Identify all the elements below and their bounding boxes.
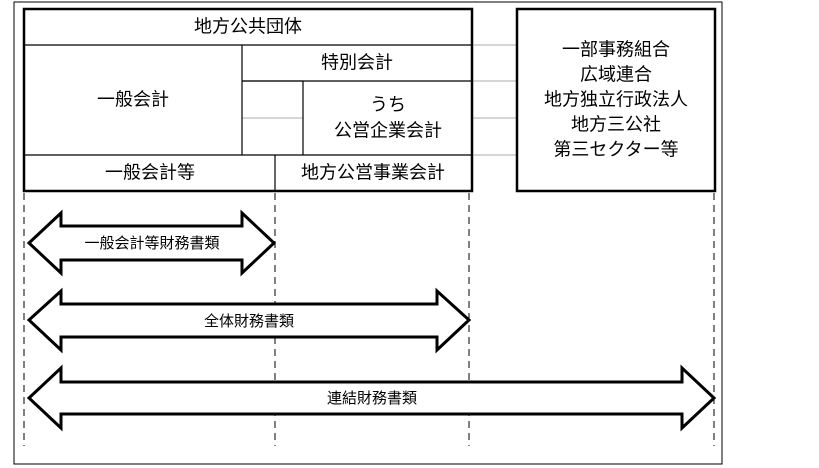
general-statements-arrow [26, 209, 277, 277]
general-statements-label: 一般会計等財務書類 [84, 234, 219, 252]
consolidated-statements-label: 連結財務書類 [327, 389, 417, 407]
local-public-enterprise-label: 地方公営事業会計 [301, 163, 445, 184]
whole-statements-arrow [26, 287, 472, 354]
special-account-label: 特別会計 [321, 53, 393, 74]
whole-statements-label: 全体財務書類 [204, 312, 294, 330]
entity-label: 地方公共団体 [194, 17, 302, 38]
consolidated-statements-arrow [26, 364, 717, 432]
local-government-table [22, 7, 474, 193]
general-account-label: 一般会計 [97, 90, 169, 111]
general-accounts-etc-label: 一般会計等 [105, 163, 195, 184]
related-entities-label: 一部事務組合広域連合地方独立行政法人地方三公社第三セクター等 [544, 40, 688, 161]
outer-border [13, 1, 723, 465]
related-entities-box [515, 7, 717, 193]
arrows [26, 209, 717, 432]
public-enterprise-label: うち公営企業会計 [334, 95, 442, 142]
